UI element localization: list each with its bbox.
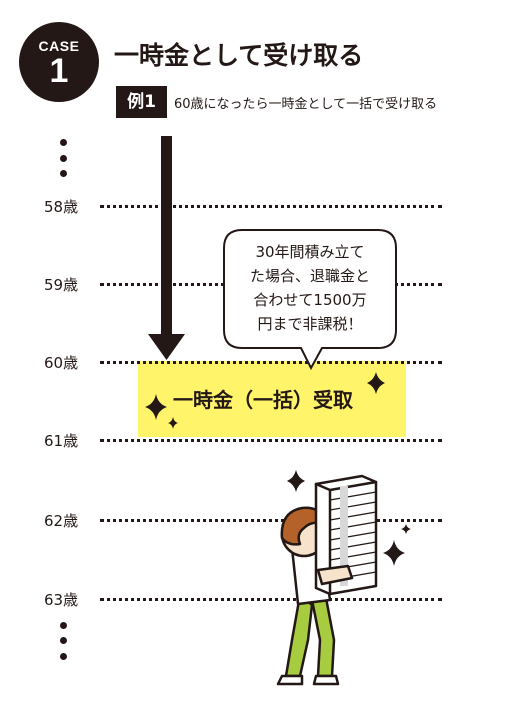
lump-sum-highlight-band [138,361,406,437]
page-title: 一時金として受け取る [114,41,364,70]
bubble-line-1: 30年間積み立て [255,243,365,261]
ellipsis-dot-bottom-3 [60,653,67,660]
example-text: 60歳になったら一時金として一括で受け取る [174,97,438,112]
age-label-61: 61歳 [44,432,79,450]
timeline-line-60 [100,361,442,364]
sparkle-icon [145,372,411,566]
ellipsis-dot-bottom-1 [60,622,67,629]
ellipsis-dot-bottom-2 [60,637,67,644]
age-label-58: 58歳 [44,198,79,216]
bubble-line-2: た場合、退職金と [249,267,370,285]
timeline-line-62 [100,519,442,522]
ellipsis-dot-top-1 [60,139,67,146]
age-label-60: 60歳 [44,354,79,372]
bubble-line-4: 円まで非課税！ [257,315,363,333]
age-label-59: 59歳 [44,276,79,294]
case-number: 1 [49,52,69,90]
ellipsis-dot-top-3 [60,170,67,177]
age-label-63: 63歳 [44,591,79,609]
down-arrow-icon [148,136,185,360]
timeline-line-63 [100,598,442,601]
age-label-62: 62歳 [44,512,79,530]
speech-bubble-text: 30年間積み立て た場合、退職金と 合わせて1500万 円まで非課税！ [230,240,390,336]
speech-bubble [223,229,397,371]
case-label: CASE [38,38,80,54]
lump-sum-label: 一時金（一括）受取 [173,388,353,412]
timeline-line-58 [100,205,442,208]
case-badge: CASE 1 [19,22,99,102]
ellipsis-dot-top-2 [60,155,67,162]
person-carrying-money-icon [276,474,378,686]
example-tag: 例1 [116,86,167,118]
timeline-line-61 [100,439,442,442]
bubble-line-3: 合わせて1500万 [253,291,367,309]
